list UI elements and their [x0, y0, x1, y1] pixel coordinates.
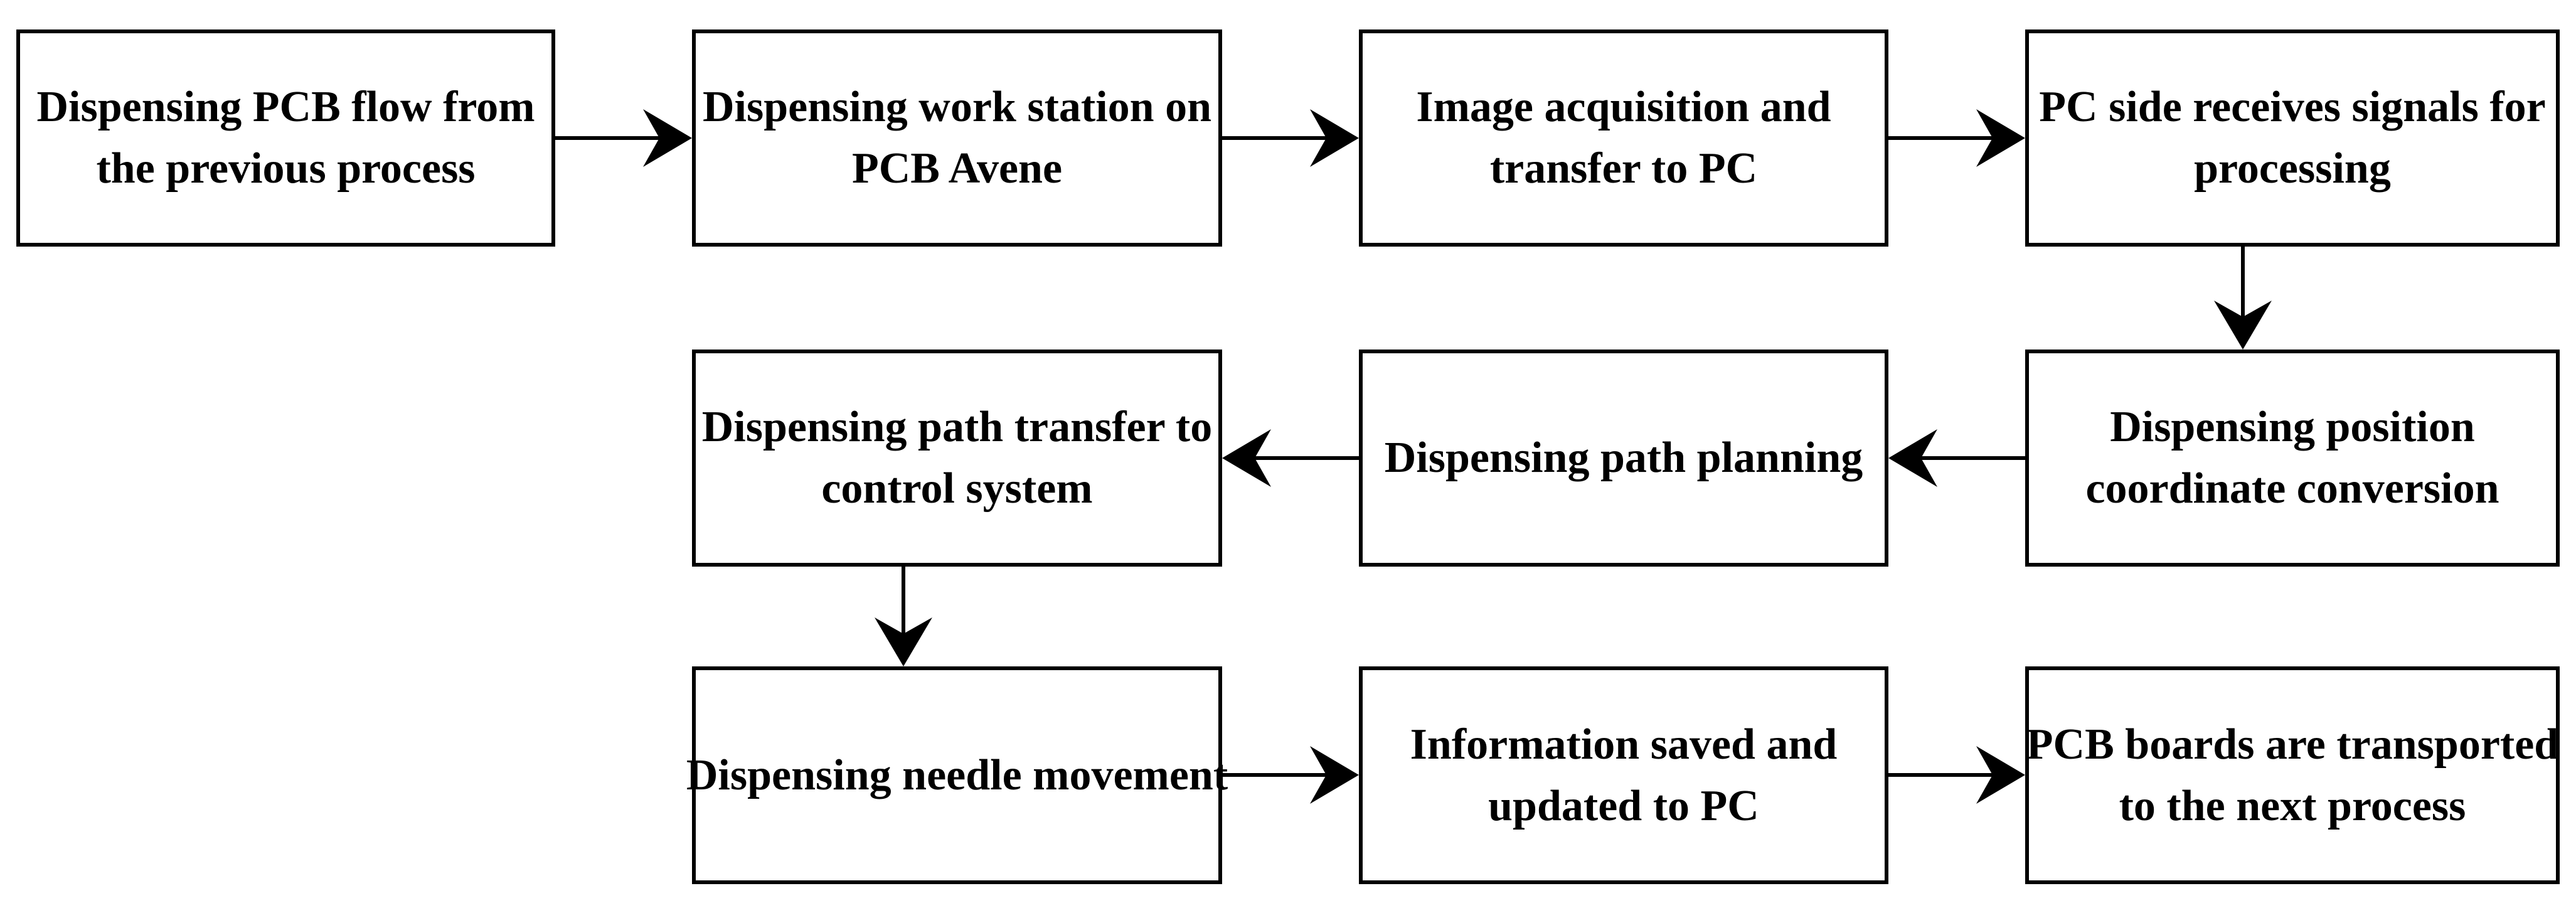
arrow-step9-to-step10 — [1888, 746, 2025, 804]
node-image-acquisition: Image acquisition and transfer to PC — [1359, 29, 1888, 247]
node-coordinate-conversion: Dispensing position coordinate conversio… — [2025, 350, 2560, 567]
node-next-process: PCB boards are transported to the next p… — [2025, 666, 2560, 884]
node-label: Dispensing path transfer to control syst… — [701, 403, 1213, 513]
arrow-step1-to-step2 — [555, 109, 692, 167]
arrow-step3-to-step4 — [1888, 109, 2025, 167]
node-label: Dispensing work station on PCB Avene — [702, 83, 1211, 193]
node-label: Dispensing position coordinate conversio… — [2085, 403, 2499, 513]
node-label: Information saved and updated to PC — [1410, 720, 1838, 830]
arrow-step5-to-step6 — [1888, 429, 2025, 487]
node-needle-movement: Dispensing needle movement — [686, 666, 1228, 884]
node-pc-receives-signals: PC side receives signals for processing — [2025, 29, 2560, 247]
node-label: Image acquisition and transfer to PC — [1416, 83, 1831, 193]
node-label: Dispensing path planning — [1384, 434, 1863, 482]
arrow-step2-to-step3 — [1222, 109, 1359, 167]
arrow-step6-to-step7 — [1222, 429, 1359, 487]
node-previous-process-flow: Dispensing PCB flow from the previous pr… — [16, 29, 555, 247]
node-information-saved: Information saved and updated to PC — [1359, 666, 1888, 884]
node-work-station: Dispensing work station on PCB Avene — [692, 29, 1222, 247]
arrow-step8-to-step9 — [1222, 746, 1359, 804]
arrow-step4-to-step5 — [2214, 247, 2272, 350]
node-label: PCB boards are transported to the next p… — [2026, 720, 2559, 830]
node-path-transfer: Dispensing path transfer to control syst… — [692, 350, 1222, 567]
node-path-planning: Dispensing path planning — [1359, 350, 1888, 567]
node-label: Dispensing needle movement — [686, 750, 1228, 799]
node-label: Dispensing PCB flow from the previous pr… — [36, 83, 535, 193]
node-label: PC side receives signals for processing — [2039, 83, 2546, 193]
arrow-step7-to-step8 — [875, 567, 932, 666]
